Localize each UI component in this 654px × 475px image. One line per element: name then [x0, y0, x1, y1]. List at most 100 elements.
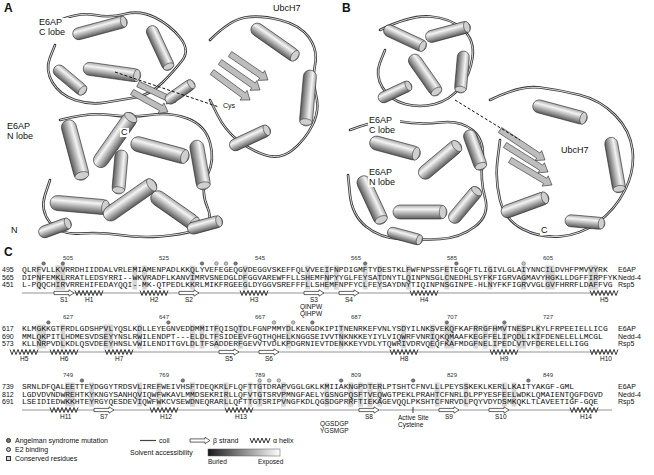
sequence-name: E6AP	[618, 266, 636, 273]
cylinder-cap	[374, 214, 389, 226]
residue-number: 605	[543, 255, 553, 261]
cylinder-body	[454, 51, 470, 94]
cylinder-body	[604, 136, 627, 193]
cylinder-body	[51, 63, 89, 98]
sequence-name: 573	[2, 340, 14, 347]
structure-element-label: H5	[600, 297, 608, 304]
helix-cylinder	[189, 139, 211, 191]
angelman-dot	[339, 379, 343, 383]
structure-label: E6AP C lobe	[368, 116, 400, 135]
e2-binding-dot	[291, 321, 295, 325]
strand-track	[94, 407, 114, 413]
structure-element-label: S4	[345, 297, 353, 304]
angelman-dot	[200, 262, 204, 266]
structure-element-label: S2	[185, 297, 193, 304]
strand-track	[179, 290, 199, 296]
legend-text: β strand	[213, 437, 238, 444]
coil-loop	[43, 114, 212, 237]
cylinder-body	[368, 135, 422, 162]
helix-cylinder	[382, 23, 429, 53]
sequence-text: KLLNRPVDLKDLQSVDEEYHNSLVWILENDITGVLDLTFS…	[22, 340, 589, 348]
cylinder-body	[37, 217, 73, 240]
sequence-name: 690	[2, 333, 14, 340]
cylinder-body	[424, 20, 472, 43]
strand-track	[359, 407, 379, 413]
structure-element-label: H13	[235, 414, 247, 421]
coil-loop	[210, 17, 317, 157]
helix-cylinder	[60, 118, 91, 182]
structure-label: N	[10, 226, 19, 235]
sequence-name: 691	[2, 398, 14, 405]
helix-cylinder	[424, 20, 472, 43]
helix-cylinder	[71, 15, 128, 41]
residue-number: 505	[63, 255, 73, 261]
legend-text: Solvent accessibility	[130, 449, 193, 456]
residue-label: Cys	[222, 102, 236, 109]
e2-binding-dot	[215, 262, 219, 266]
structure-element-label: H12	[160, 414, 172, 421]
cylinder-cap	[613, 184, 626, 193]
sequence-name: 739	[2, 383, 14, 390]
strand-track	[259, 349, 279, 355]
angelman-dot	[527, 379, 531, 383]
residue-number: 809	[351, 372, 361, 378]
helix-track	[225, 408, 253, 413]
structure-label: E6AP N lobe	[368, 168, 400, 187]
structure-element-label: H4	[420, 297, 428, 304]
helix-cylinder	[144, 24, 175, 73]
structure-element-label: S6	[265, 356, 273, 363]
cylinder-body	[499, 190, 550, 219]
structure-element-label: Exposed	[258, 459, 283, 466]
helix-cylinder	[299, 70, 317, 127]
legend-text: E2 binding	[15, 446, 48, 453]
sequence-name: 565	[2, 274, 14, 281]
sequence-name: Nedd-4	[618, 274, 641, 281]
structure-element-label: H3	[250, 297, 258, 304]
structure-element-label: YGSMGP	[320, 428, 349, 435]
cylinder-cap	[145, 177, 159, 193]
cylinder-cap	[119, 15, 128, 27]
coil-loop	[490, 87, 633, 237]
helix-track	[50, 408, 78, 413]
cylinder-cap	[579, 112, 588, 125]
helix-cylinder	[51, 63, 89, 98]
structure-element-label: H8	[400, 356, 408, 363]
cylinder-cap	[462, 21, 471, 33]
residue-number: 667	[255, 314, 265, 320]
legend-swatch	[6, 447, 11, 452]
structure-element-label: H14	[580, 414, 592, 421]
helix-cylinder	[446, 184, 484, 226]
helix-cylinder	[416, 138, 465, 182]
helix-track	[150, 408, 178, 413]
structure-label: UbcH7	[560, 146, 590, 155]
helix-track	[590, 291, 618, 296]
angelman-dot	[363, 262, 367, 266]
residue-number: 627	[63, 314, 73, 320]
helix-cylinder	[376, 79, 413, 104]
angelman-dot	[311, 321, 315, 325]
helix-track	[75, 291, 103, 296]
structure-element-label: Buried	[208, 459, 227, 466]
cylinder-cap	[289, 49, 301, 63]
residue-number: 789	[255, 372, 265, 378]
cylinder-body	[386, 226, 424, 246]
helix-track	[10, 350, 38, 355]
cylinder-body	[60, 118, 91, 182]
e2-binding-dot	[224, 262, 228, 266]
cylinder-body	[416, 138, 465, 182]
helix-track	[140, 291, 168, 296]
cylinder-body	[376, 79, 413, 104]
cylinder-cap	[404, 80, 413, 92]
sequence-name: Nedd-4	[618, 333, 641, 340]
cylinder-cap	[470, 185, 484, 198]
cylinder-body	[299, 70, 317, 127]
cylinder-cap	[540, 191, 550, 205]
cylinder-body	[531, 98, 588, 125]
strand-track	[304, 290, 324, 296]
legend-text: α helix	[273, 437, 293, 444]
coil-loop-highlight	[43, 114, 212, 237]
structure-label: C	[540, 226, 549, 235]
helix-cylinder	[37, 217, 73, 240]
sequence-name: 451	[2, 281, 14, 288]
structure-element-label: S3	[310, 297, 318, 304]
